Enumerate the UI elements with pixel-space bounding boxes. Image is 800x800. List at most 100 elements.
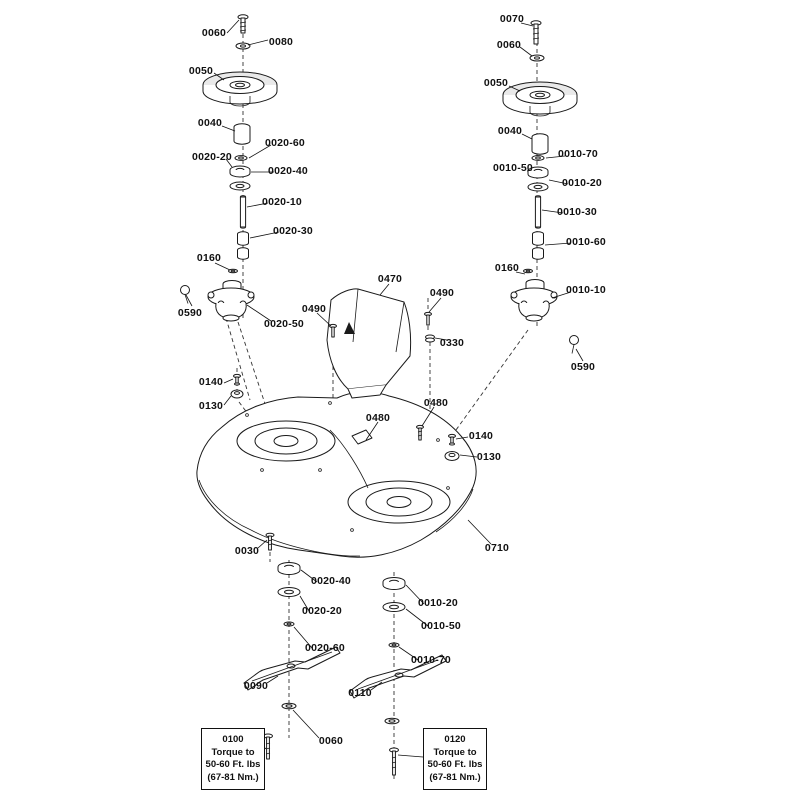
bolt-0030 <box>265 532 275 551</box>
part-label-0160: 0160 <box>196 252 222 264</box>
part-label-0160: 0160 <box>494 262 520 274</box>
label-leader-lines <box>185 19 584 758</box>
washer-top-right <box>529 54 545 62</box>
part-label-0080: 0080 <box>268 36 294 48</box>
grommet-0130-right <box>444 451 460 461</box>
torque-text-line: Torque to <box>211 746 255 758</box>
washer-small-left <box>228 268 238 274</box>
part-label-0590: 0590 <box>177 307 203 319</box>
deck-bracket <box>351 429 373 445</box>
part-label-0010-60: 0010-60 <box>566 236 606 248</box>
blade-right <box>349 654 447 699</box>
spacer-right <box>531 133 549 155</box>
part-label-0040: 0040 <box>197 117 223 129</box>
washer-stack-right <box>527 155 549 192</box>
left-spindle-assembly <box>180 14 278 322</box>
cover-arrow-mark <box>344 322 355 334</box>
nut-0330 <box>425 334 435 343</box>
belt-cover <box>326 288 412 399</box>
torque-part-number: 0120 <box>444 734 466 745</box>
part-label-0050: 0050 <box>483 77 509 89</box>
grommet-0130-left <box>230 389 244 399</box>
torque-text-line: 50-60 Ft. lbs <box>427 759 483 771</box>
lower-washer-stack-right <box>382 577 406 648</box>
torque-text-line: Torque to <box>433 746 477 758</box>
torque-note-left: 0100 Torque to 50-60 Ft. lbs (67-81 Nm.) <box>201 728 265 791</box>
torque-text-line: (67-81 Nm.) <box>207 771 259 783</box>
mower-deck <box>196 391 477 558</box>
torque-part-number: 0100 <box>222 734 244 745</box>
part-label-0710: 0710 <box>484 542 510 554</box>
part-label-0020-30: 0020-30 <box>273 225 313 237</box>
washer-small-right <box>523 268 533 274</box>
spindle-housing-right <box>510 279 558 322</box>
part-label-0010-20: 0010-20 <box>562 177 602 189</box>
part-label-0110: 0110 <box>348 687 372 699</box>
part-label-0480: 0480 <box>365 412 391 424</box>
part-label-0050: 0050 <box>188 65 214 77</box>
part-label-0020-50: 0020-50 <box>264 318 304 330</box>
bottom-hardware <box>263 702 400 776</box>
part-label-0060: 0060 <box>496 39 522 51</box>
stud-0140-left <box>233 373 241 386</box>
shaft-right <box>534 195 542 229</box>
part-label-0020-20: 0020-20 <box>192 151 232 163</box>
part-label-0130: 0130 <box>476 451 502 463</box>
part-label-0010-50: 0010-50 <box>421 620 461 632</box>
screw-0480 <box>416 424 424 441</box>
part-label-0140: 0140 <box>198 376 224 388</box>
part-label-0020-40: 0020-40 <box>311 575 351 587</box>
part-label-0140: 0140 <box>468 430 494 442</box>
lower-washer-stack-left <box>277 562 301 627</box>
part-label-0020-40: 0020-40 <box>268 165 308 177</box>
blade-bolt-left <box>263 733 273 760</box>
part-label-0010-20: 0010-20 <box>418 597 458 609</box>
shaft-left <box>239 195 247 229</box>
stud-0140-right <box>448 433 456 446</box>
part-label-0020-60: 0020-60 <box>305 642 345 654</box>
washer-0060-bottom-left <box>281 702 297 710</box>
bolt-right-0590 <box>569 335 579 354</box>
screw-top-left <box>237 14 249 34</box>
part-label-0090: 0090 <box>243 680 269 692</box>
part-label-0060: 0060 <box>318 735 344 747</box>
washer-0060-bottom-right <box>384 717 400 725</box>
torque-note-right: 0120 Torque to 50-60 Ft. lbs (67-81 Nm.) <box>423 728 487 791</box>
part-label-0490: 0490 <box>301 303 327 315</box>
part-label-0330: 0330 <box>439 337 465 349</box>
screw-top-right <box>530 20 542 45</box>
part-label-0040: 0040 <box>497 125 523 137</box>
screw-0490-right <box>424 311 432 326</box>
pulley-left <box>202 71 278 107</box>
spacer-stack-right <box>532 231 544 260</box>
part-label-0010-70: 0010-70 <box>411 654 451 666</box>
blade-bolt-right <box>389 747 399 776</box>
part-label-0590: 0590 <box>570 361 596 373</box>
spindle-housing-left <box>207 280 255 322</box>
part-label-0070: 0070 <box>499 13 525 25</box>
part-label-0060: 0060 <box>201 27 227 39</box>
part-label-0010-30: 0010-30 <box>557 206 597 218</box>
torque-text-line: (67-81 Nm.) <box>429 771 481 783</box>
torque-text-line: 50-60 Ft. lbs <box>205 759 261 771</box>
part-label-0020-10: 0020-10 <box>262 196 302 208</box>
part-label-0490: 0490 <box>429 287 455 299</box>
bolt-left-0590 <box>180 285 190 304</box>
part-label-0480: 0480 <box>423 397 449 409</box>
washer-stack-left <box>229 155 251 191</box>
pulley-right <box>502 81 578 117</box>
spacer-stack-left <box>237 231 249 260</box>
part-label-0470: 0470 <box>377 273 403 285</box>
part-label-0030: 0030 <box>234 545 260 557</box>
part-label-0020-20: 0020-20 <box>302 605 342 617</box>
right-spindle-assembly <box>502 20 579 354</box>
screw-0490-left <box>329 323 337 338</box>
part-label-0130: 0130 <box>198 400 224 412</box>
blade-left <box>243 646 341 691</box>
part-label-0010-70: 0010-70 <box>558 148 598 160</box>
cover-hardware <box>230 311 460 551</box>
part-label-0010-10: 0010-10 <box>566 284 606 296</box>
washer-top-left <box>235 42 251 50</box>
